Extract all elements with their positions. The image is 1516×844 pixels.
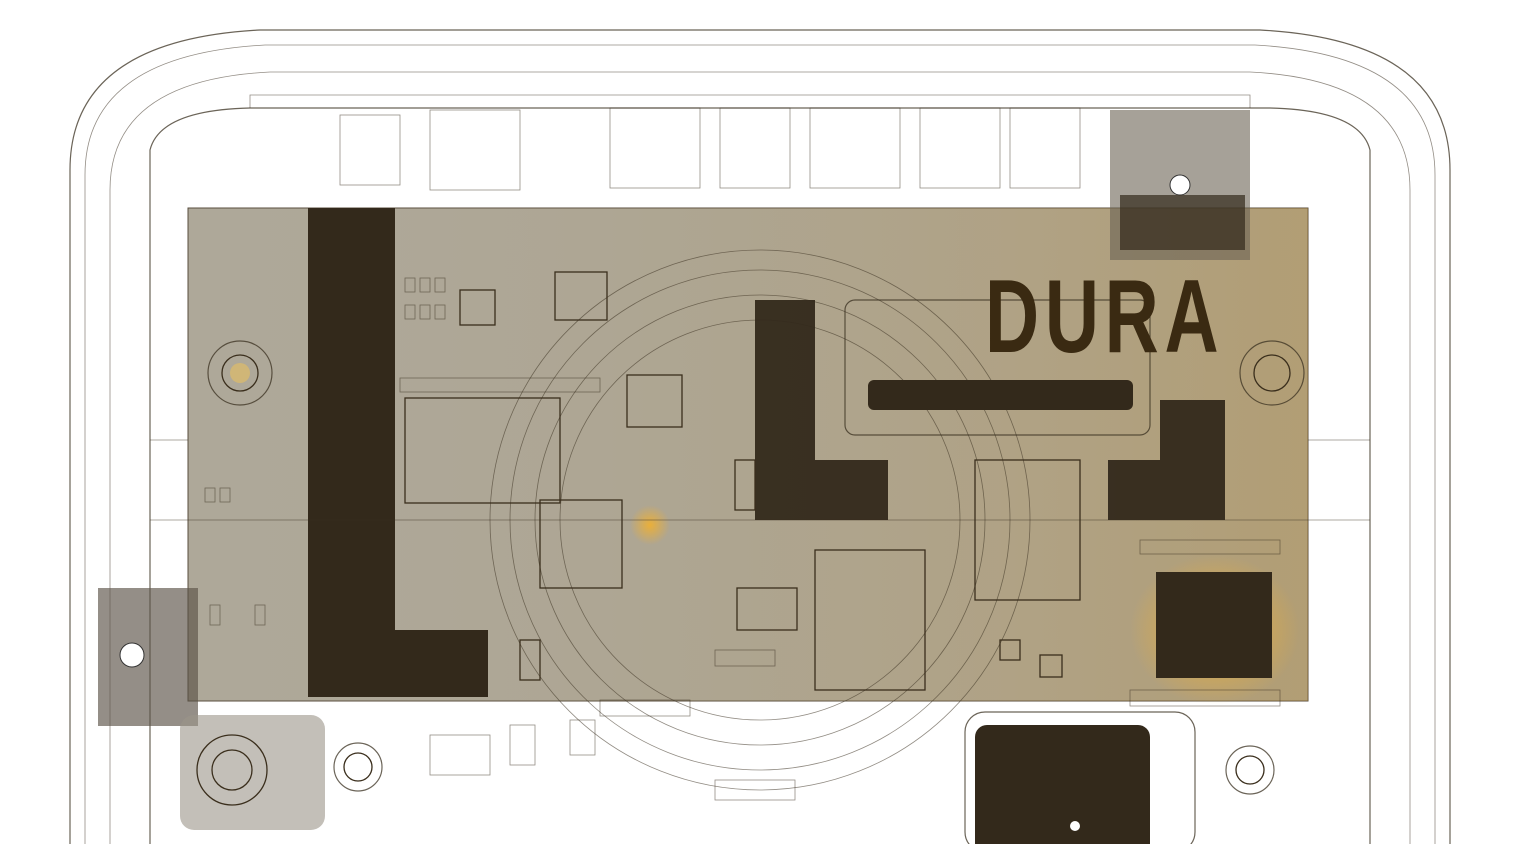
- flex-cable: [755, 300, 888, 520]
- bottom-module: [964, 711, 1196, 844]
- board-connector: [868, 380, 1133, 410]
- smd-components: [404, 271, 1081, 691]
- screw-holes: [207, 340, 1305, 795]
- brand-text: DURA: [985, 259, 1225, 375]
- highlighted-chip: [1156, 572, 1272, 678]
- top-clips: [339, 107, 1081, 191]
- device-housing: [69, 29, 1451, 844]
- side-connector-left: [98, 588, 325, 830]
- side-connector-right: [1110, 110, 1250, 260]
- shield-left: [308, 208, 488, 697]
